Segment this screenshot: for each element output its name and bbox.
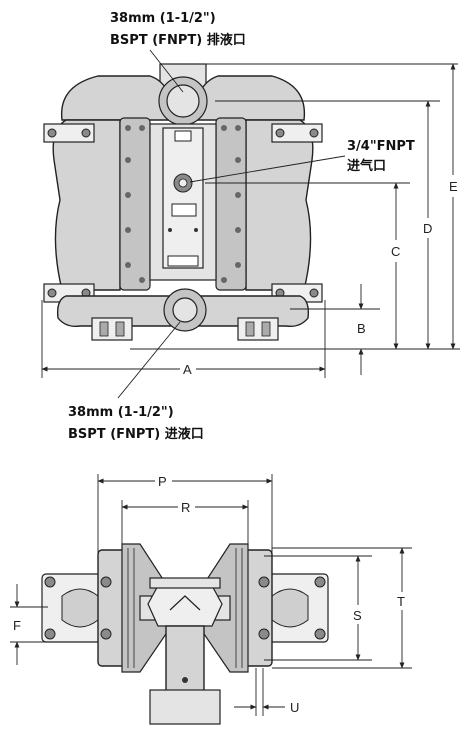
left-fluid-chamber <box>52 119 121 291</box>
air-inlet-leader <box>189 155 346 183</box>
dim-e-label: E <box>449 179 458 194</box>
top-inlet-flange <box>149 689 221 725</box>
inlet-size-label: 38mm (1-1/2") <box>68 405 174 420</box>
dim-p-label: P <box>158 474 167 489</box>
air-inlet-size-label: 3/4"FNPT <box>347 139 415 154</box>
dim-r-label: R <box>181 500 190 515</box>
right-foot <box>237 317 279 341</box>
air-inlet-desc-label: 进气口 <box>347 158 386 174</box>
inlet-port-inner <box>172 297 198 323</box>
dim-d-label: D <box>423 221 432 236</box>
dim-f-label: F <box>13 618 21 633</box>
left-top-clamp <box>43 123 95 143</box>
right-fluid-chamber <box>245 119 314 291</box>
dim-a-label: A <box>183 362 192 377</box>
outlet-desc-label: BSPT (FNPT) 排液口 <box>110 32 246 48</box>
inlet-leader <box>117 321 181 399</box>
left-diaphragm-ring <box>119 117 151 291</box>
outlet-size-label: 38mm (1-1/2") <box>110 11 216 26</box>
dim-c-label: C <box>391 244 400 259</box>
outlet-leader <box>149 49 184 93</box>
dim-s-label: S <box>353 608 362 623</box>
dim-b-label: B <box>357 321 366 336</box>
dim-t-label: T <box>397 594 405 609</box>
right-top-clamp <box>271 123 323 143</box>
right-diaphragm-ring <box>215 117 247 291</box>
air-valve-cover <box>162 127 204 269</box>
top-dimensions: P R S T F U <box>10 474 412 716</box>
front-dimensions: A B C D E <box>41 63 460 378</box>
outlet-port-inner <box>166 84 200 118</box>
left-foot <box>91 317 133 341</box>
front-view <box>43 63 323 341</box>
inlet-desc-label: BSPT (FNPT) 进液口 <box>68 426 204 442</box>
dim-u-label: U <box>290 700 299 715</box>
top-view <box>41 543 329 725</box>
top-outlet-strip <box>149 577 221 589</box>
